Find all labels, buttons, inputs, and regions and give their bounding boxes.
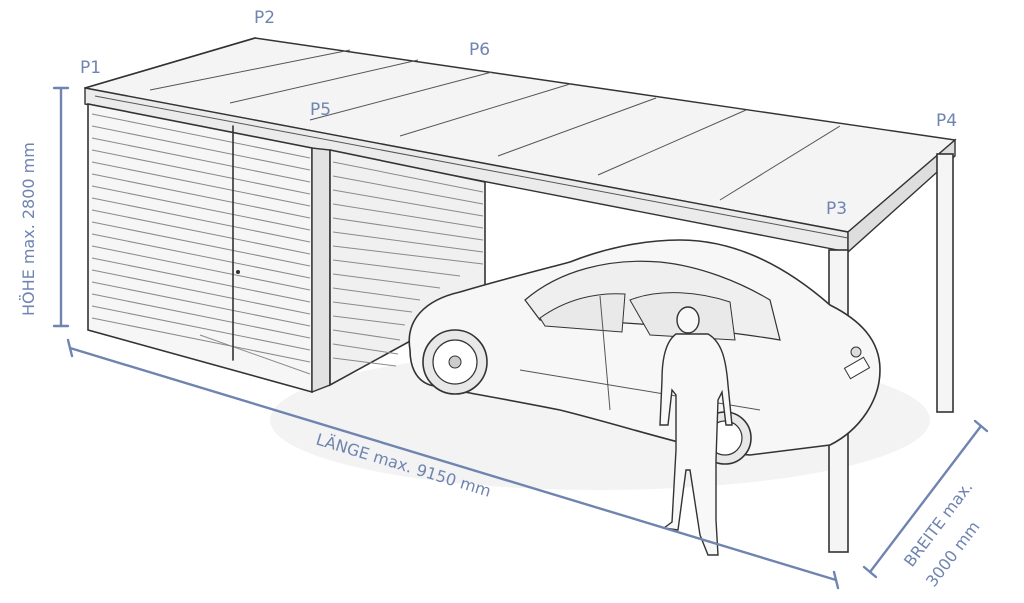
- width-dimension: [862, 419, 989, 579]
- point-label-p6: P6: [469, 40, 490, 60]
- height-dimension: [52, 86, 70, 328]
- point-label-p1: P1: [80, 58, 101, 78]
- shed: [87, 103, 486, 394]
- height-label: HÖHE max. 2800 mm: [19, 142, 38, 316]
- point-label-p5: P5: [310, 100, 331, 120]
- point-label-p2: P2: [254, 8, 275, 28]
- length-dimension: [66, 338, 840, 590]
- person: [659, 306, 733, 556]
- point-label-p4: P4: [936, 111, 957, 131]
- point-label-p3: P3: [826, 199, 847, 219]
